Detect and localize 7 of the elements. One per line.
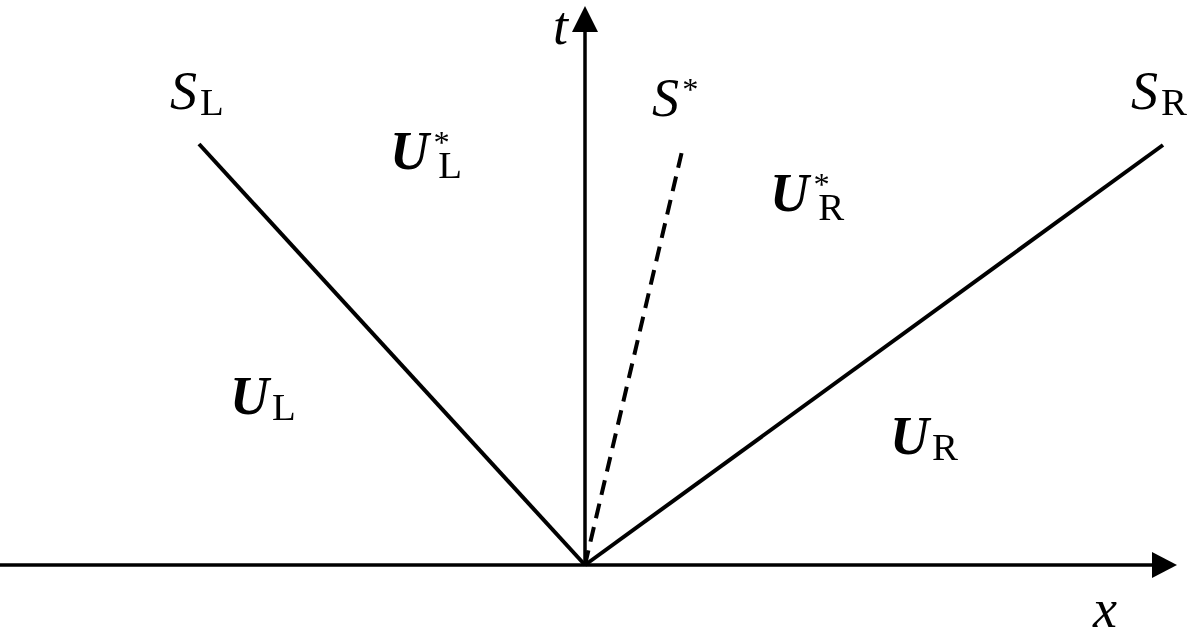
wave-label: S$^{*}$ [652,74,699,123]
region-label: U$_{L}$ [230,372,296,421]
axis-label: t [553,2,568,51]
wave-label: S$_{R}$ [1131,67,1188,116]
wave-label: S$_{L}$ [170,67,224,116]
axis-label: x [1093,585,1117,634]
region-label: U$_{R}$ [890,412,959,461]
